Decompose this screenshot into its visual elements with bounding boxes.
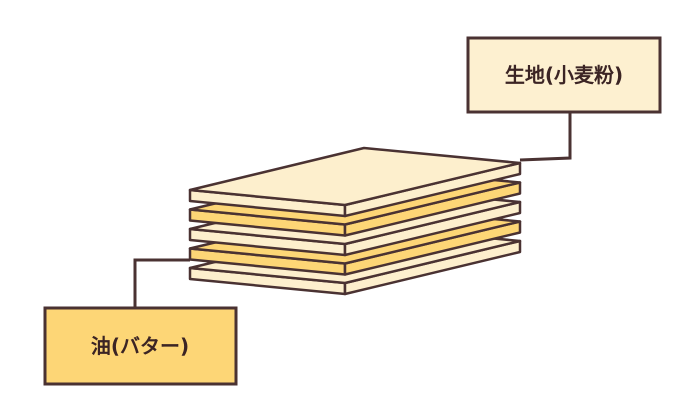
butter-connector-line: [133, 258, 190, 308]
dough-connector-line: [519, 112, 572, 162]
layer-stack: [188, 146, 522, 296]
butter-label: 油(バター): [91, 334, 189, 358]
dough-label: 生地(小麦粉): [505, 63, 623, 87]
butter-label-box: [43, 306, 238, 386]
layer-face: [188, 146, 522, 207]
dough-label-box: [466, 36, 662, 114]
dough-layer: [188, 146, 522, 218]
